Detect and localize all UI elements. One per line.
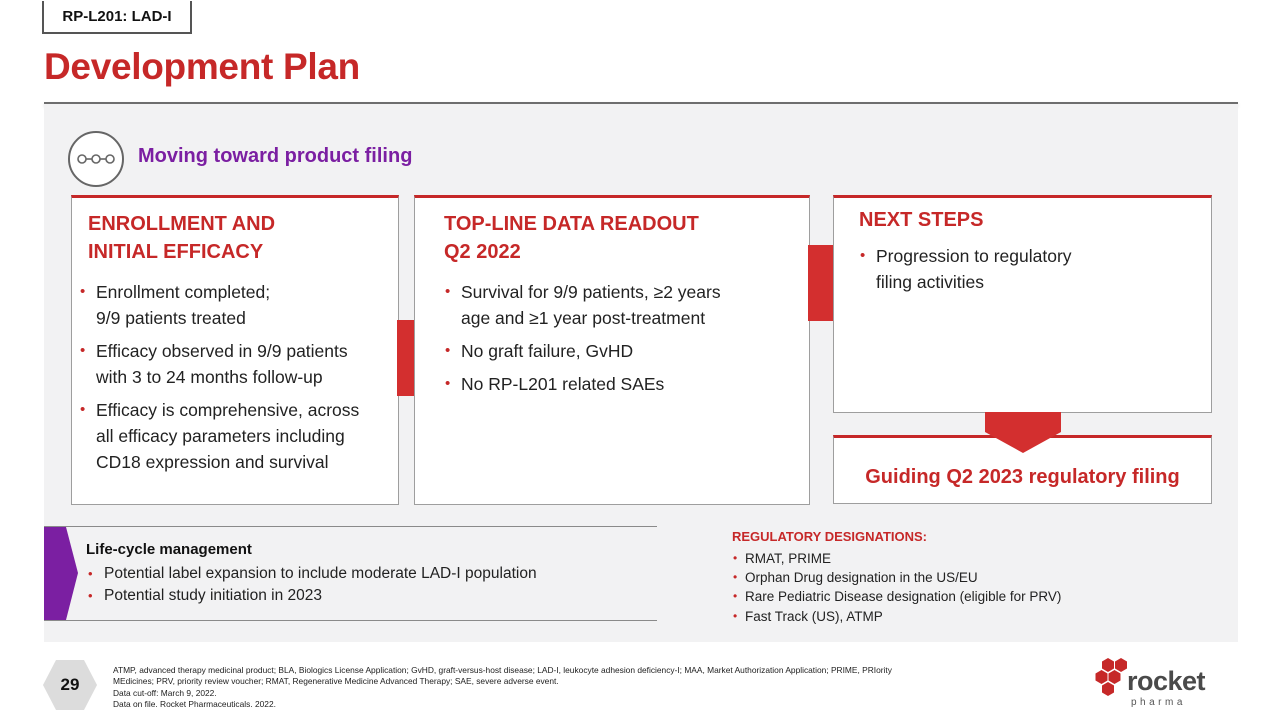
list-item: Survival for 9/9 patients, ≥2 years age … — [443, 279, 803, 331]
bullet-line: Enrollment completed; — [96, 282, 271, 302]
list-item: Rare Pediatric Disease designation (elig… — [732, 587, 1061, 606]
logo-subtext: pharma — [1131, 697, 1186, 708]
flow-arrow-down-icon — [985, 412, 1061, 453]
regulatory-list: RMAT, PRIME Orphan Drug designation in t… — [732, 549, 1061, 626]
list-item: Efficacy observed in 9/9 patients with 3… — [78, 338, 394, 390]
list-item: Enrollment completed; 9/9 patients treat… — [78, 279, 394, 331]
lifecycle-list: Potential label expansion to include mod… — [86, 563, 537, 607]
list-item: Orphan Drug designation in the US/EU — [732, 568, 1061, 587]
card-next-steps-heading: NEXT STEPS — [859, 209, 984, 231]
bullet-line: Efficacy is comprehensive, across — [96, 400, 360, 420]
journey-path-icon — [68, 131, 124, 187]
card-enrollment-list: Enrollment completed; 9/9 patients treat… — [78, 279, 394, 482]
page-title: Development Plan — [44, 46, 360, 87]
section-subtitle: Moving toward product filing — [138, 145, 413, 167]
footnote-line: MEdicines; PRV, priority review voucher;… — [113, 676, 559, 687]
list-item: No graft failure, GvHD — [443, 338, 803, 364]
list-item: Potential study initiation in 2023 — [86, 585, 537, 607]
card-topline-heading: TOP-LINE DATA READOUT Q2 2022 — [444, 210, 699, 266]
page-number-badge: 29 — [43, 660, 97, 710]
title-divider — [44, 102, 1238, 105]
regulatory-title: REGULATORY DESIGNATIONS: — [732, 529, 928, 544]
footnote-line: Data cut-off: March 9, 2022. — [113, 687, 217, 698]
bullet-line: with 3 to 24 months follow-up — [96, 367, 323, 387]
bullet-line: No RP-L201 related SAEs — [461, 374, 665, 394]
list-item: Efficacy is comprehensive, across all ef… — [78, 397, 394, 475]
list-item: Potential label expansion to include mod… — [86, 563, 537, 585]
bullet-line: filing activities — [876, 272, 984, 292]
bullet-line: 9/9 patients treated — [96, 308, 246, 328]
lifecycle-chevron-icon — [44, 527, 78, 620]
footnote-line: ATMP, advanced therapy medicinal product… — [113, 665, 892, 675]
card-next-steps-list: Progression to regulatory filing activit… — [858, 243, 1198, 302]
footnotes: ATMP, advanced therapy medicinal product… — [113, 665, 1073, 710]
bullet-line: Survival for 9/9 patients, ≥2 years — [461, 282, 721, 302]
lifecycle-divider-top — [44, 526, 657, 527]
hexagon-cluster-logo-icon — [1095, 658, 1127, 696]
lifecycle-title: Life-cycle management — [86, 541, 252, 558]
list-item: Fast Track (US), ATMP — [732, 607, 1061, 626]
logo-wordmark: rocket — [1127, 666, 1206, 696]
card-enrollment-heading-line2: INITIAL EFFICACY — [88, 241, 264, 263]
card-topline-heading-line1: TOP-LINE DATA READOUT — [444, 213, 699, 235]
list-item: No RP-L201 related SAEs — [443, 371, 803, 397]
bullet-line: Progression to regulatory — [876, 246, 1072, 266]
card-topline-heading-line2: Q2 2022 — [444, 241, 521, 263]
bullet-line: all efficacy parameters including — [96, 426, 345, 446]
bullet-line: No graft failure, GvHD — [461, 341, 634, 361]
card-enrollment-heading: ENROLLMENT AND INITIAL EFFICACY — [88, 210, 275, 266]
list-item: Progression to regulatory filing activit… — [858, 243, 1198, 295]
lifecycle-divider-bottom — [44, 620, 657, 621]
bullet-line: Efficacy observed in 9/9 patients — [96, 341, 348, 361]
card-enrollment-heading-line1: ENROLLMENT AND — [88, 213, 276, 235]
card-next-steps — [833, 195, 1212, 413]
section-tag: RP-L201: LAD-I — [42, 1, 192, 34]
footnote-line: Data on file. Rocket Pharmaceuticals. 20… — [113, 698, 276, 709]
page-number: 29 — [60, 675, 80, 694]
card-topline-list: Survival for 9/9 patients, ≥2 years age … — [443, 279, 803, 404]
bullet-line: age and ≥1 year post-treatment — [461, 308, 706, 328]
list-item: RMAT, PRIME — [732, 549, 1061, 568]
bullet-line: CD18 expression and survival — [96, 452, 329, 472]
